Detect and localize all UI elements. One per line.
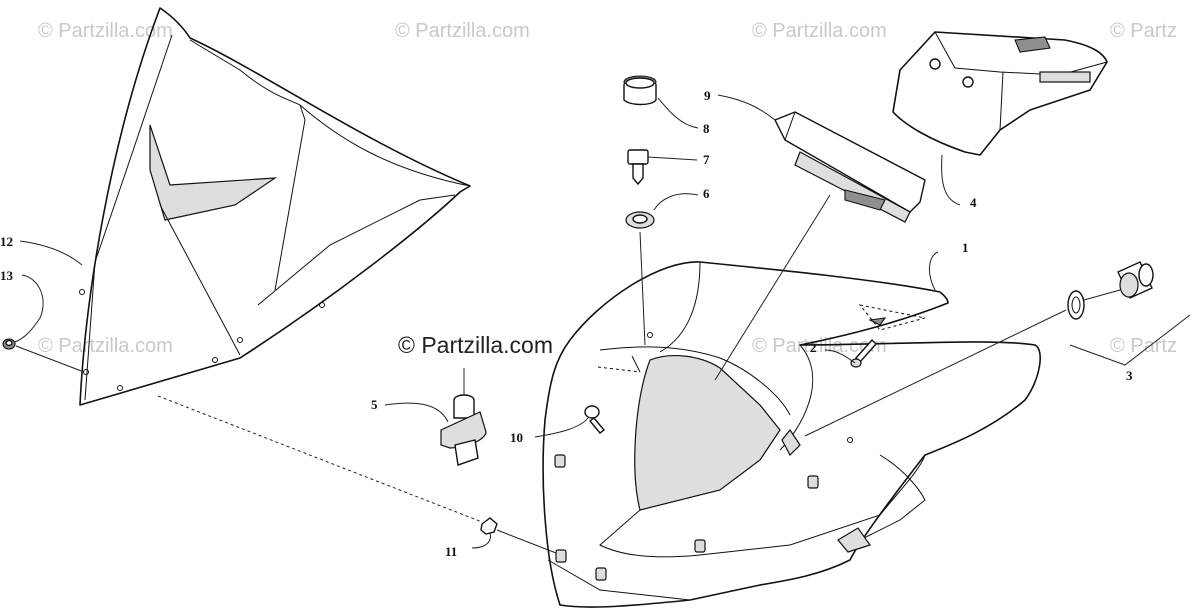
bolt-part-10 <box>584 405 606 434</box>
callout-13: 13 <box>0 268 14 283</box>
watermark-mid-3: © Partz <box>1110 335 1177 357</box>
callout-7: 7 <box>703 152 710 167</box>
callout-3: 3 <box>1126 368 1133 383</box>
nut-part-11 <box>157 395 557 554</box>
watermark-center: © Partzilla.com <box>398 332 553 358</box>
watermark-top-1: © Partzilla.com <box>38 20 173 42</box>
callout-9: 9 <box>704 88 711 103</box>
windshield-part-12 <box>79 7 471 406</box>
callout-8: 8 <box>703 121 710 136</box>
key-bezel-part-6 <box>625 211 655 229</box>
watermark-top-4: © Partz <box>1110 20 1177 42</box>
watermark-layer: © Partzilla.com © Partzilla.com © Partzi… <box>38 20 1177 357</box>
callout-2: 2 <box>810 340 817 355</box>
key-part-7 <box>627 149 649 186</box>
callout-12: 12 <box>0 234 13 249</box>
watermark-top-2: © Partzilla.com <box>395 20 530 42</box>
callout-6: 6 <box>703 186 710 201</box>
key-assembly-line <box>639 231 646 346</box>
callout-1: 1 <box>962 240 969 255</box>
socket-part-3 <box>804 261 1191 437</box>
screw-part-2 <box>850 338 877 368</box>
callout-4: 4 <box>970 195 977 210</box>
key-cap-part-8 <box>623 75 657 106</box>
watermark-mid-2: © Partzilla.com <box>752 335 887 357</box>
watermark-mid-1: © Partzilla.com <box>38 335 173 357</box>
cover-part-4 <box>892 31 1108 156</box>
watermark-top-3: © Partzilla.com <box>752 20 887 42</box>
grommet-part-13 <box>2 338 85 373</box>
callout-5: 5 <box>371 397 378 412</box>
leader-lines <box>14 94 961 549</box>
module-assembly-line <box>714 194 831 381</box>
hood-part-1 <box>542 261 1041 608</box>
switch-part-5 <box>440 368 487 466</box>
callout-labels: 1 2 3 4 5 6 7 8 9 10 11 12 13 <box>0 88 1133 559</box>
callout-11: 11 <box>445 544 457 559</box>
callout-10: 10 <box>510 430 523 445</box>
module-part-9 <box>774 111 926 223</box>
